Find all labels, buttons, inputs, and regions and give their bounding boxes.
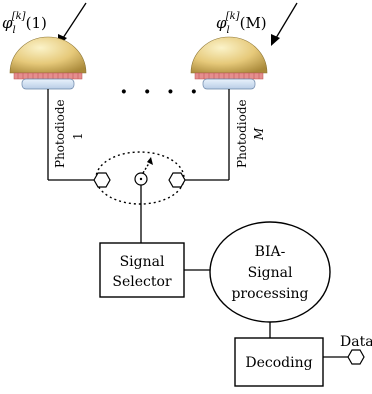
selector-switch xyxy=(93,151,186,205)
decoding-label: Decoding xyxy=(245,355,312,371)
data-output-terminal xyxy=(347,349,365,365)
switch-terminal-right xyxy=(168,172,186,188)
signal-selector-line1: Signal xyxy=(120,254,165,270)
bia-line3: processing xyxy=(231,286,308,302)
input-label-left: φl[k](1) xyxy=(2,11,47,36)
incident-arrow-right xyxy=(271,2,298,46)
photodiode-left-label: Photodiode xyxy=(53,99,67,168)
input-label-right: φl[k](M) xyxy=(216,11,267,36)
photodiode-right-index: M xyxy=(252,127,266,141)
photodiode-left-index: 1 xyxy=(71,132,85,140)
bia-line1: BIA- xyxy=(255,244,286,260)
bia-signal-processing-node: BIA- Signal processing xyxy=(209,221,331,323)
data-output-label: Data xyxy=(340,334,372,350)
decoding-box: Decoding xyxy=(234,337,324,387)
photodiode-left-dome xyxy=(9,36,87,90)
photodiode-ellipsis: · · · · xyxy=(120,79,202,105)
switch-terminal-left xyxy=(93,172,111,188)
bia-line2: Signal xyxy=(248,265,293,281)
signal-selector-box: Signal Selector xyxy=(99,242,185,298)
photodiode-right-dome xyxy=(190,36,268,90)
photodiode-right-label: Photodiode xyxy=(235,99,249,168)
signal-selector-line2: Selector xyxy=(112,274,172,290)
